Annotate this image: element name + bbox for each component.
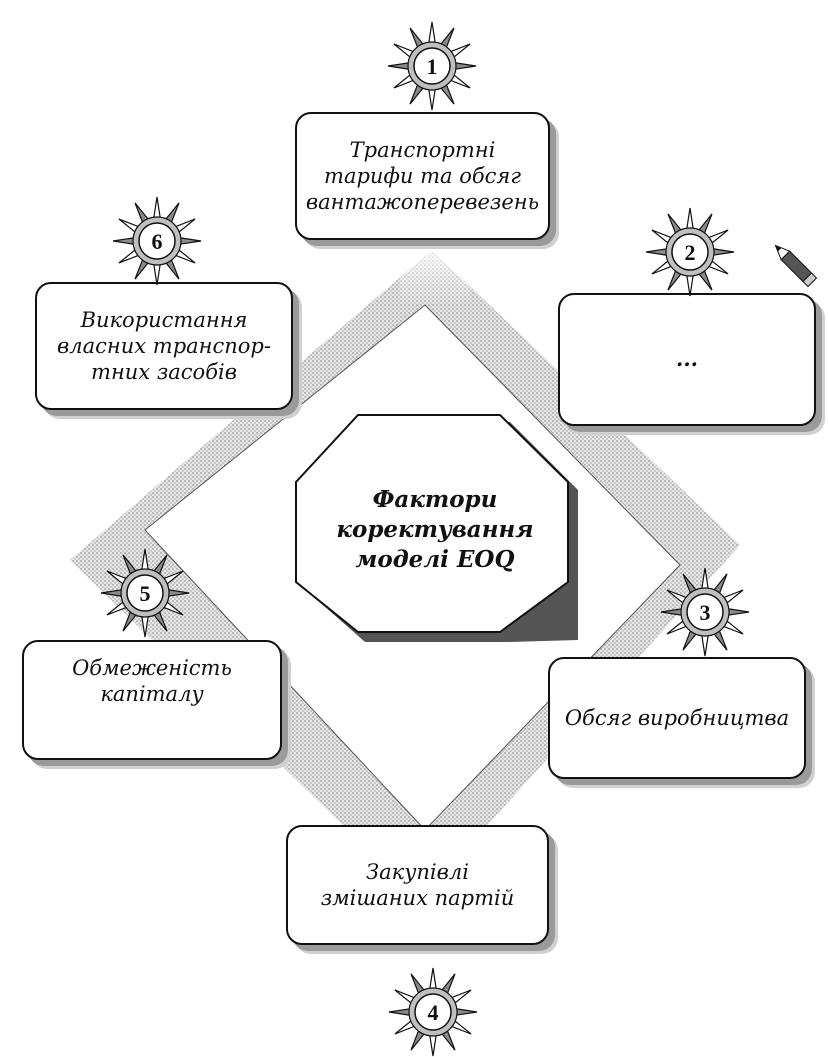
center-title-line: коректування [336,516,534,544]
factor-6-line: власних транспор- [57,333,271,358]
center-title-line: моделі EOQ [355,545,515,573]
factor-4-line: Закупівлі [366,859,469,884]
factor-box-3: Обсяг виробництва [548,657,806,779]
factor-box-2: ... [558,293,816,426]
factor-box-4: Закупівлі змішаних партій [286,825,549,945]
factor-5-line: капіталу [100,682,204,706]
factor-1-line: тарифи та обсяг [324,163,521,188]
factor-box-1: Транспортні тарифи та обсяг вантажоперев… [295,112,550,240]
center-octagon [295,414,569,633]
factor-3-line: Обсяг виробництва [564,705,790,730]
factor-box-6: Використання власних транспор- тних засо… [35,282,293,410]
center-title-line: Фактори [372,486,498,514]
factor-5-line: Обмеженість [72,655,232,680]
factor-4-line: змішаних партій [320,886,515,910]
factor-box-5: Обмеженість капіталу [22,640,282,760]
center-title: Фактори коректування моделі EOQ [300,420,570,640]
factor-1-line: Транспортні [349,137,496,162]
factor-2-line: ... [676,346,698,372]
factor-6-line: тних засобів [91,360,237,385]
factor-1-line: вантажоперевезень [305,190,540,215]
factor-6-line: Використання [80,307,248,332]
